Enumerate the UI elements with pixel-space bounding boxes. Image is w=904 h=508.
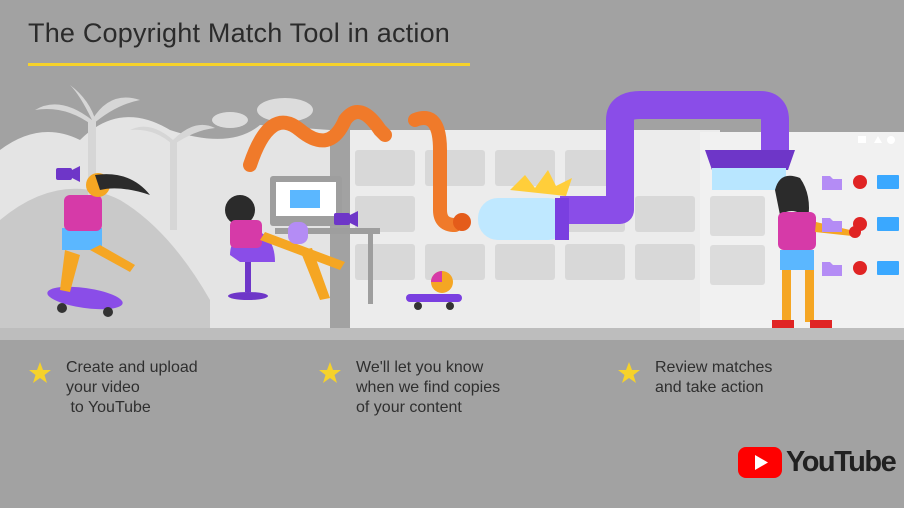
star-icon <box>618 362 640 383</box>
ground <box>0 328 904 340</box>
orange-hose <box>243 105 392 172</box>
stop-icon <box>853 175 867 275</box>
camera-icon <box>56 168 72 180</box>
step-text: Review matches and take action <box>655 359 773 396</box>
skateboard-icon <box>406 271 462 310</box>
step-review: Review matches and take action <box>617 358 772 398</box>
step-text: Create and upload your video to YouTube <box>66 359 198 416</box>
video-tube <box>478 198 568 240</box>
step-notify: We'll let you know when we find copies o… <box>318 358 500 418</box>
mail-icon <box>877 175 899 275</box>
youtube-logo: YouTube <box>738 446 897 479</box>
folder-icon <box>822 176 842 276</box>
page-title: The Copyright Match Tool in action <box>28 18 451 48</box>
youtube-wordmark: YouTube <box>786 446 897 478</box>
camera-icon <box>334 213 350 225</box>
skater-figure <box>47 166 150 317</box>
youtube-play-icon <box>738 447 782 478</box>
action-icons <box>822 175 899 276</box>
window-controls <box>858 136 895 144</box>
star-icon <box>29 362 51 383</box>
desk-figure <box>225 176 380 304</box>
step-create-upload: Create and upload your video to YouTube <box>28 358 198 418</box>
title-underline <box>28 63 470 66</box>
reviewer-figure <box>772 175 861 328</box>
copyright-match-illustration <box>0 85 904 340</box>
purple-pipe <box>560 91 789 224</box>
step-text: We'll let you know when we find copies o… <box>356 359 501 416</box>
cloud-icon <box>257 98 313 122</box>
star-icon <box>319 362 341 383</box>
